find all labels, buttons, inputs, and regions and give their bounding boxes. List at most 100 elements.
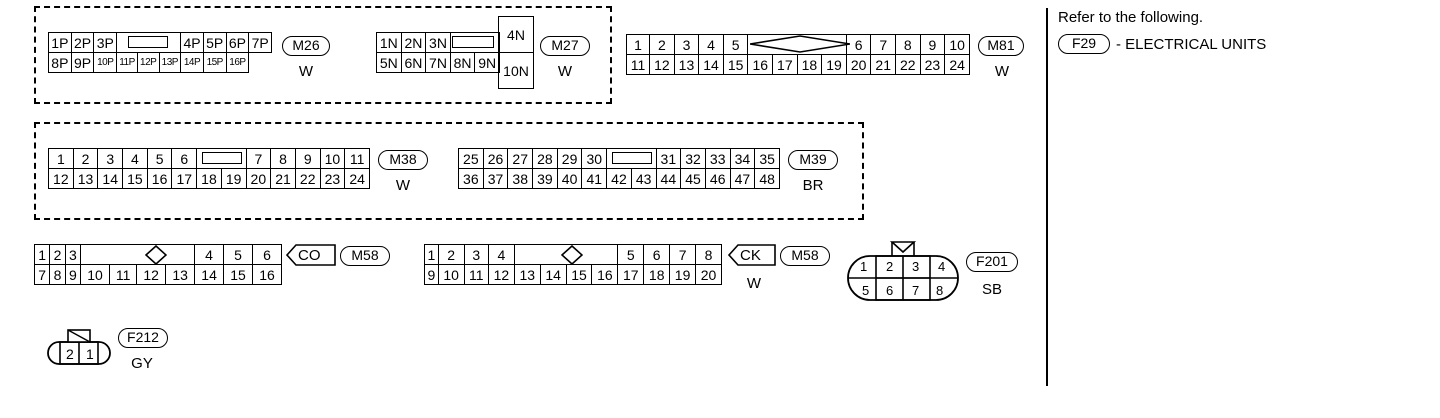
pin-blank [80,244,196,265]
pin: 11P [116,52,138,73]
pin: 8 [936,283,944,298]
pin: 16P [225,52,250,73]
pin: 15 [722,54,749,75]
pin: 13 [513,264,541,285]
wire-color-m27: W [557,63,573,80]
pin: 12 [136,264,167,285]
pin: 14P [180,52,204,73]
pin: 8N [449,52,476,73]
pin: 16 [252,264,282,285]
connector-label-m81: M81 [978,36,1024,56]
pin: 10P [93,52,118,73]
lock-slot [202,152,242,164]
pin: 2 [886,259,894,274]
wire-color-f212: GY [131,355,153,372]
pin: 2 [49,244,66,265]
pin: 6 [845,34,872,55]
connector-label-m58-ck: M58 [780,246,830,266]
pin: 10N [498,52,534,89]
pin: 2 [66,346,74,362]
pin: 11 [344,148,370,169]
pin: 14 [539,264,567,285]
pin: 14 [97,168,124,189]
pin: 18 [796,54,823,75]
pin: 12 [48,168,74,189]
pin: 9 [424,264,439,285]
pin: 19 [669,264,697,285]
pin: 10 [80,264,111,285]
pin: 1 [625,34,651,55]
pin: 6 [643,244,671,265]
connector-label-m38: M38 [378,150,428,170]
pin: 20 [695,264,722,285]
pin: 35 [754,148,780,169]
connector-m81-face: 1 2 3 4 5 6 7 8 9 10 11 12 13 14 15 16 1… [625,34,970,75]
connector-m39-face: 25 26 27 28 29 30 31 32 33 34 35 36 37 3… [458,148,780,189]
pin: 22 [294,168,321,189]
pin: 13P [158,52,182,73]
pin: 8 [49,264,66,285]
pin: 12 [649,54,675,75]
pin: 5 [223,244,253,265]
pin: 43 [630,168,657,189]
wire-color-m39: BR [802,177,824,194]
pin: 10 [944,34,970,55]
pin: 2 [437,244,465,265]
pin: 5 [722,34,749,55]
pin: 7 [870,34,897,55]
pin: 2P [70,32,95,53]
pin: 2 [649,34,675,55]
divider-line [1046,8,1048,386]
pin: 8 [695,244,722,265]
pin: 23 [919,54,946,75]
pin: 34 [729,148,756,169]
pin: 17 [772,54,798,75]
pin: 8 [270,148,296,169]
pin: 3 [97,148,124,169]
pin: 11 [463,264,489,285]
pin: 41 [581,168,608,189]
pin: 6N [400,52,427,73]
pin: 6 [171,148,198,169]
pin: 18 [643,264,671,285]
pin: 1 [86,346,94,362]
pin: 33 [704,148,731,169]
pin: 1N [376,32,402,53]
pin: 12P [136,52,160,73]
connector-tag-frame-co [286,244,336,266]
pin: 8 [895,34,921,55]
pin: 6 [886,283,894,298]
pin: 16 [146,168,173,189]
pin: 5P [202,32,227,53]
pin: 21 [270,168,296,189]
pin: 42 [606,168,632,189]
pin: 4 [698,34,724,55]
connector-label-m27: M27 [540,36,590,56]
pin: 22 [895,54,921,75]
pin: 17 [617,264,645,285]
connector-label-f201: F201 [966,252,1018,272]
pin: 10 [437,264,465,285]
pin: 24 [944,54,970,75]
connector-m58-ck-face: 1 2 3 4 5 6 7 8 9 10 11 12 13 14 15 16 1… [424,244,722,285]
wire-color-m26: W [298,63,314,80]
pin: 8P [48,52,72,73]
pin: 40 [556,168,583,189]
pin: 9 [64,264,82,285]
pin: 10 [319,148,346,169]
pin: 38 [507,168,534,189]
pin: 5 [862,283,870,298]
pin: 19 [220,168,247,189]
pin: 15P [202,52,227,73]
pin: 13 [165,264,196,285]
pin: 3 [912,259,920,274]
pin: 21 [870,54,897,75]
connector-m58-co-face: 1 2 3 4 5 6 7 8 9 10 11 12 13 14 15 16 [33,244,282,285]
pin: 1 [424,244,439,265]
pin: 7N [425,52,451,73]
wire-color-m81: W [994,63,1010,80]
pin: 4 [122,148,148,169]
connector-tag-ck: CK [740,247,761,264]
connector-tag-frame-ck [728,244,776,266]
key-diamond [561,245,583,265]
